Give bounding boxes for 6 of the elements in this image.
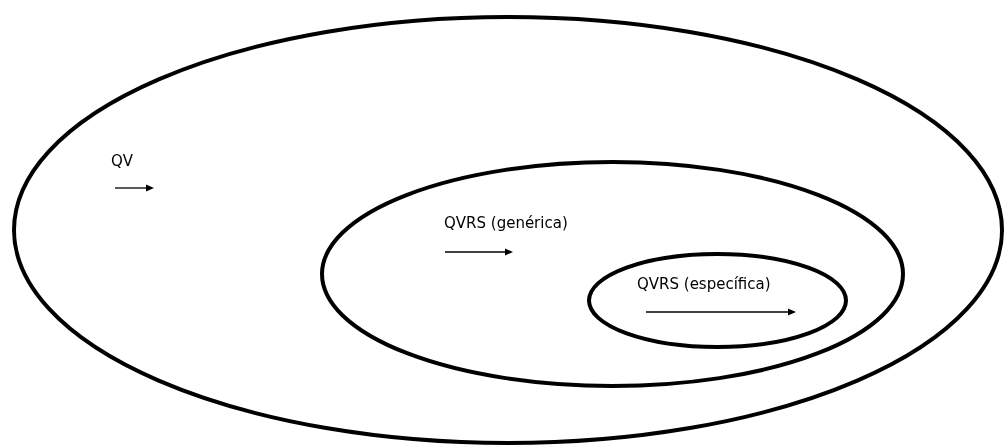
set-ellipse	[320, 160, 905, 388]
set-ellipse	[587, 252, 848, 349]
set-label: QVRS (genérica)	[444, 214, 568, 232]
set-ellipse	[12, 15, 1004, 445]
set-label: QV	[111, 152, 134, 170]
set-label: QVRS (específica)	[637, 275, 771, 293]
